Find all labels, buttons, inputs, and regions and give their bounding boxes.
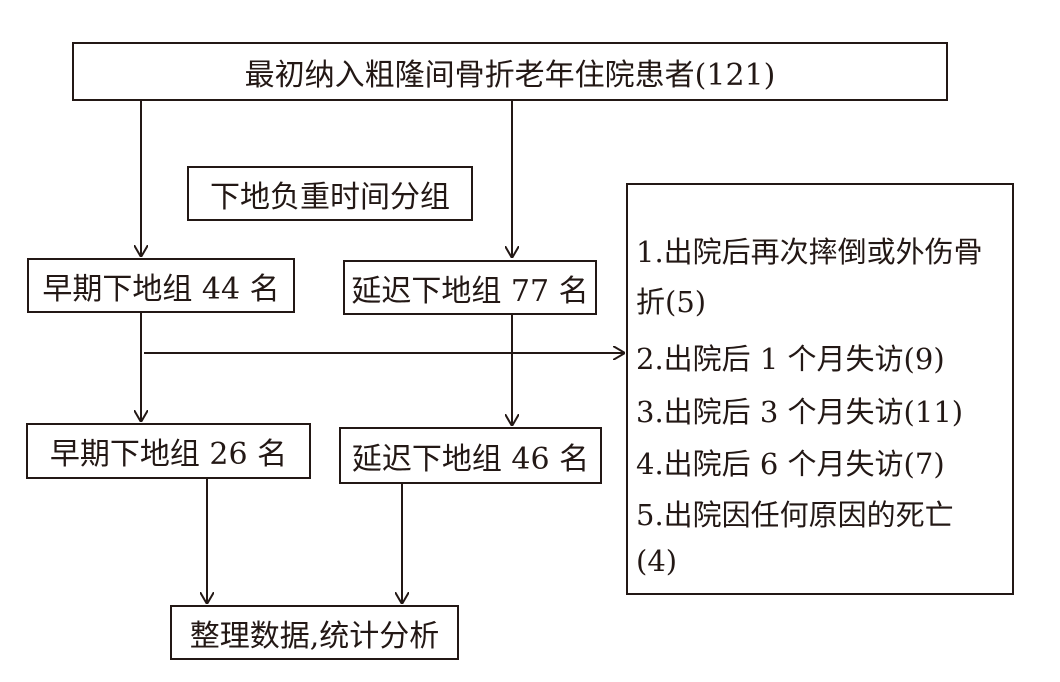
analysis-label: 整理数据,统计分析 (189, 618, 440, 654)
grouping-box: 下地负重时间分组 (187, 166, 473, 221)
exclusion-item-1: 1.出院后再次摔倒或外伤骨 (636, 235, 983, 269)
exclusions-box: 1.出院后再次摔倒或外伤骨 折(5) 2.出院后 1 个月失访(9) 3.出院后… (626, 183, 1014, 595)
early-group-initial-label: 早期下地组 44 名 (42, 271, 280, 307)
grouping-label: 下地负重时间分组 (210, 179, 450, 215)
early-group-initial-box: 早期下地组 44 名 (27, 258, 295, 313)
exclusion-item-2: 2.出院后 1 个月失访(9) (636, 342, 945, 376)
analysis-box: 整理数据,统计分析 (170, 605, 459, 660)
exclusion-item-5: 5.出院因任何原因的死亡 (636, 498, 954, 532)
exclusion-item-4: 4.出院后 6 个月失访(7) (636, 447, 945, 481)
delayed-group-initial-box: 延迟下地组 77 名 (343, 260, 597, 315)
delayed-group-initial-label: 延迟下地组 77 名 (351, 273, 589, 309)
early-group-final-box: 早期下地组 26 名 (26, 423, 311, 479)
initial-patients-box: 最初纳入粗隆间骨折老年住院患者(121) (72, 42, 948, 101)
exclusion-item-1-cont: 折(5) (636, 285, 707, 319)
exclusion-item-5-cont: (4) (636, 544, 678, 578)
exclusion-item-3: 3.出院后 3 个月失访(11) (636, 395, 964, 429)
initial-patients-label: 最初纳入粗隆间骨折老年住院患者(121) (244, 57, 776, 93)
delayed-group-final-box: 延迟下地组 46 名 (339, 427, 602, 484)
early-group-final-label: 早期下地组 26 名 (49, 437, 288, 472)
delayed-group-final-label: 延迟下地组 46 名 (351, 441, 590, 477)
